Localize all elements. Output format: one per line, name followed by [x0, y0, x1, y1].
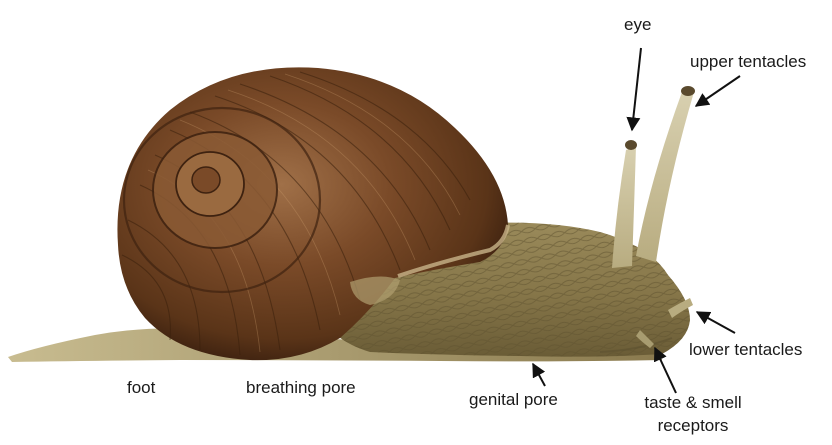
arrow-lower-tentacles [697, 312, 735, 333]
arrow-taste-smell [655, 348, 676, 393]
label-taste-smell-line1: taste & smell [628, 393, 758, 413]
label-foot: foot [127, 378, 155, 398]
upper-tentacle-back [612, 146, 636, 268]
label-lower-tentacles: lower tentacles [689, 340, 802, 360]
label-genital-pore: genital pore [469, 390, 558, 410]
label-eye: eye [624, 15, 651, 35]
eye-front [681, 86, 695, 96]
arrow-eye [632, 48, 641, 130]
arrow-genital-pore [533, 364, 545, 386]
label-taste-smell-line2: receptors [628, 416, 758, 436]
label-upper-tentacles: upper tentacles [690, 52, 806, 72]
label-breathing-pore: breathing pore [246, 378, 356, 398]
eye-back [625, 140, 637, 150]
upper-tentacle-front [636, 92, 694, 262]
arrow-upper-tentacles [696, 76, 740, 106]
